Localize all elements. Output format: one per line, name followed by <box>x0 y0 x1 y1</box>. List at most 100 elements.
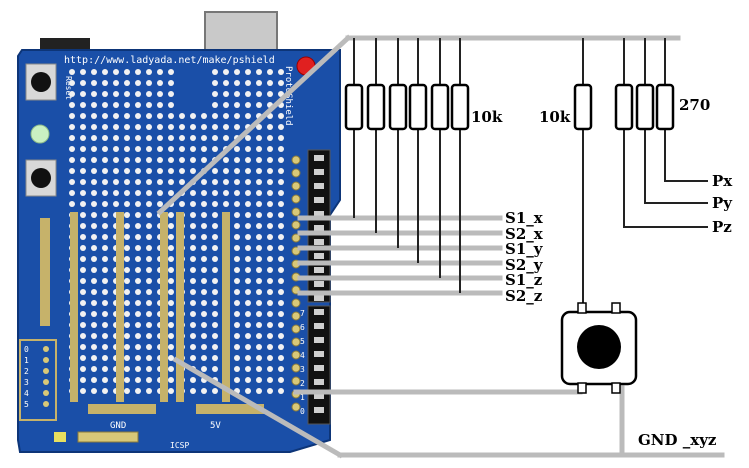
proto-hole <box>102 388 108 394</box>
proto-hole <box>113 157 119 163</box>
proto-hole <box>267 289 273 295</box>
proto-hole <box>157 124 163 130</box>
proto-hole <box>201 388 207 394</box>
proto-hole <box>267 234 273 240</box>
proto-hole <box>168 245 174 251</box>
proto-hole <box>245 267 251 273</box>
proto-hole <box>179 113 185 119</box>
proto-hole <box>91 102 97 108</box>
proto-hole <box>256 256 262 262</box>
proto-hole <box>135 311 141 317</box>
proto-hole <box>245 113 251 119</box>
proto-hole <box>146 212 152 218</box>
proto-hole <box>278 300 284 306</box>
proto-hole <box>91 300 97 306</box>
proto-hole <box>190 311 196 317</box>
button-lead-bl <box>577 382 587 394</box>
proto-hole <box>157 157 163 163</box>
proto-hole <box>212 113 218 119</box>
proto-hole <box>278 278 284 284</box>
proto-hole <box>102 278 108 284</box>
proto-hole <box>91 201 97 207</box>
proto-hole <box>267 311 273 317</box>
proto-hole <box>168 212 174 218</box>
header-pin <box>314 267 324 273</box>
proto-hole <box>201 267 207 273</box>
proto-hole <box>124 179 130 185</box>
analog-pin-label: 0 <box>24 345 29 354</box>
proto-hole <box>146 355 152 361</box>
proto-hole <box>212 311 218 317</box>
proto-hole <box>256 333 262 339</box>
proto-hole <box>212 102 218 108</box>
resistor-s2y <box>408 83 428 131</box>
output-label-px: Px <box>712 172 733 190</box>
proto-hole <box>201 322 207 328</box>
proto-hole <box>267 168 273 174</box>
proto-hole <box>91 366 97 372</box>
proto-hole <box>168 267 174 273</box>
analog-pin-label: 3 <box>24 378 29 387</box>
proto-hole <box>113 190 119 196</box>
proto-hole <box>267 245 273 251</box>
proto-hole <box>80 245 86 251</box>
proto-hole <box>135 377 141 383</box>
proto-hole <box>212 212 218 218</box>
proto-hole <box>91 311 97 317</box>
icsp-label: ICSP <box>170 441 189 450</box>
proto-hole <box>91 135 97 141</box>
proto-hole <box>278 245 284 251</box>
proto-hole <box>223 157 229 163</box>
resistor-s2z <box>450 83 470 131</box>
proto-hole <box>146 168 152 174</box>
resistor-s1x <box>344 83 364 131</box>
proto-hole <box>256 91 262 97</box>
proto-hole <box>179 124 185 130</box>
proto-hole <box>267 322 273 328</box>
proto-hole <box>80 256 86 262</box>
proto-hole <box>146 278 152 284</box>
proto-hole <box>278 212 284 218</box>
ground-label: GND _xyz <box>638 431 717 449</box>
proto-hole <box>168 69 174 75</box>
proto-hole <box>124 278 130 284</box>
proto-hole <box>135 146 141 152</box>
five-v-bus-label: 5V <box>210 421 221 431</box>
proto-hole <box>146 289 152 295</box>
proto-hole <box>135 289 141 295</box>
proto-hole <box>212 245 218 251</box>
resistor-button <box>573 83 593 131</box>
proto-hole <box>135 124 141 130</box>
proto-hole <box>256 388 262 394</box>
resistor-label-10k-middle: 10k <box>539 108 571 126</box>
proto-hole <box>190 234 196 240</box>
proto-strip-left <box>70 212 78 402</box>
proto-hole <box>278 135 284 141</box>
proto-hole <box>102 322 108 328</box>
proto-hole <box>256 267 262 273</box>
proto-hole <box>135 135 141 141</box>
proto-hole <box>124 212 130 218</box>
proto-hole <box>212 355 218 361</box>
proto-hole <box>212 190 218 196</box>
output-label-py: Py <box>712 194 733 212</box>
proto-hole <box>91 179 97 185</box>
proto-hole <box>91 333 97 339</box>
proto-hole <box>190 157 196 163</box>
proto-hole <box>256 234 262 240</box>
proto-hole <box>190 135 196 141</box>
proto-hole <box>234 267 240 273</box>
proto-hole <box>278 69 284 75</box>
proto-hole <box>124 124 130 130</box>
proto-hole <box>278 223 284 229</box>
proto-hole <box>223 190 229 196</box>
proto-hole <box>91 212 97 218</box>
proto-hole <box>168 190 174 196</box>
gnd-bus <box>88 404 156 414</box>
header-pin <box>314 407 324 413</box>
proto-hole <box>278 201 284 207</box>
proto-hole <box>234 278 240 284</box>
proto-hole <box>80 157 86 163</box>
proto-hole <box>245 135 251 141</box>
proto-hole <box>234 157 240 163</box>
